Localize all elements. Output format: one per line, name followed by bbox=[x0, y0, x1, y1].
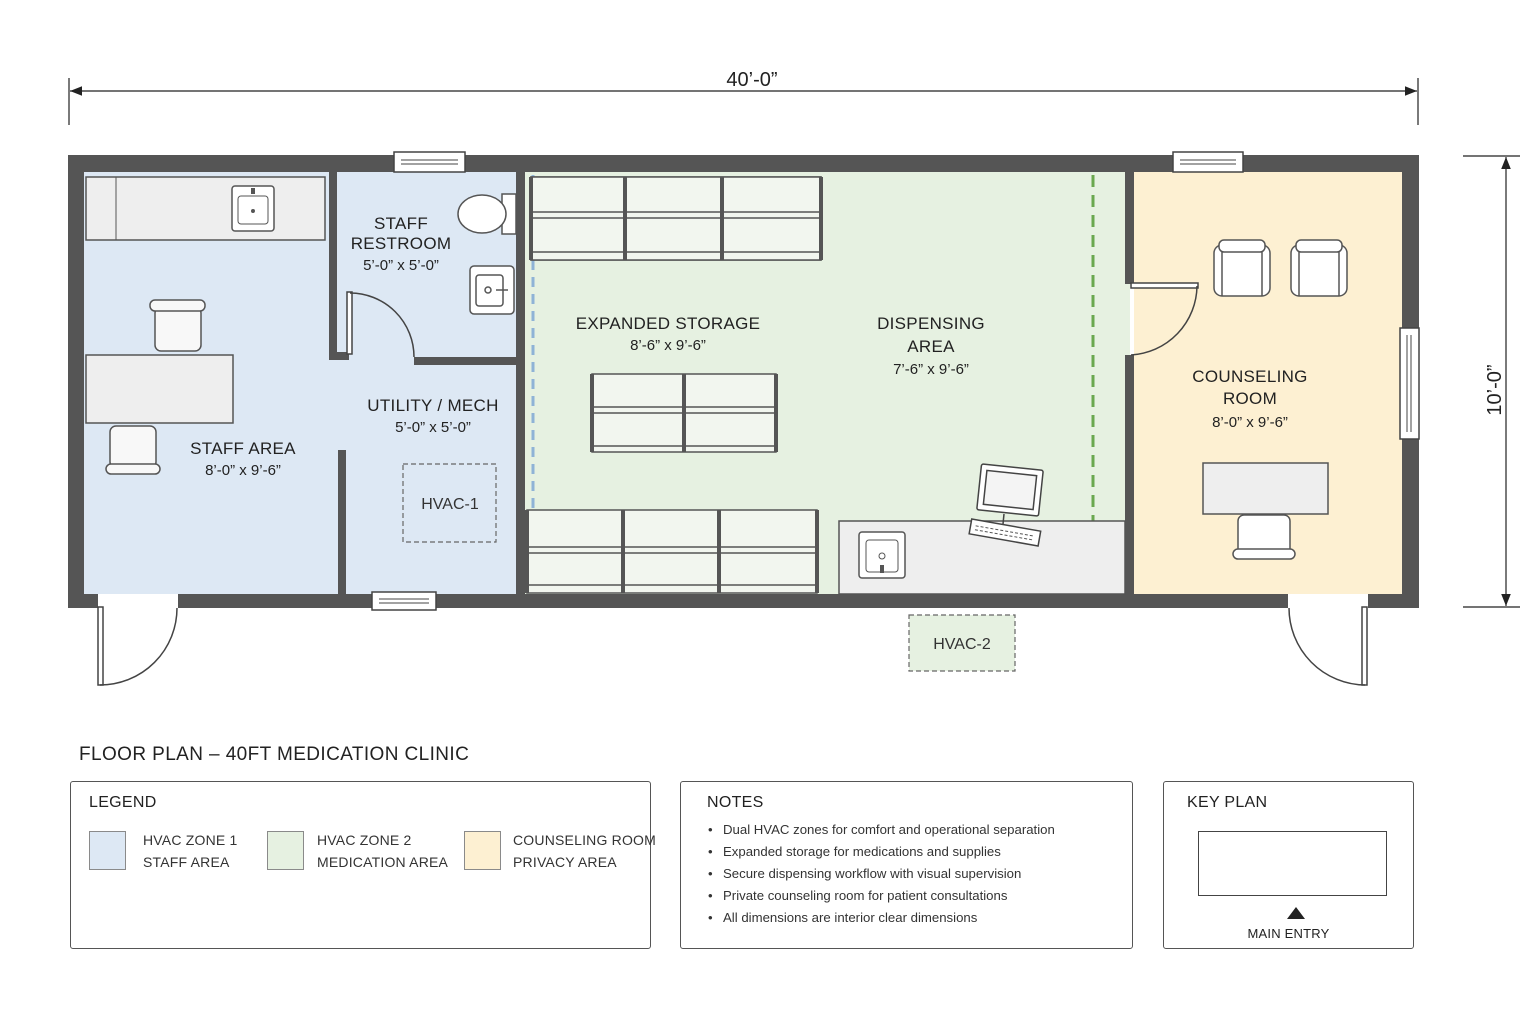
notes-list: Dual HVAC zones for comfort and operatio… bbox=[707, 819, 1055, 929]
svg-text:8’-0” x 9’-6”: 8’-0” x 9’-6” bbox=[1212, 414, 1288, 431]
notes-heading: NOTES bbox=[707, 794, 764, 811]
legend-sublabel-counseling: PRIVACY AREA bbox=[513, 854, 617, 870]
staff-chair-bottom bbox=[105, 425, 161, 475]
notes-panel: NOTES Dual HVAC zones for comfort and op… bbox=[680, 781, 1133, 949]
legend-heading: LEGEND bbox=[89, 794, 157, 811]
main-entry-label: MAIN ENTRY bbox=[1247, 926, 1330, 941]
legend-swatch-zone-2 bbox=[267, 831, 304, 870]
dispensing-counter bbox=[838, 520, 1126, 595]
staff-desk bbox=[85, 354, 234, 424]
counseling-armchair-right bbox=[1290, 239, 1348, 297]
drawing-title: FLOOR PLAN – 40FT MEDICATION CLINIC bbox=[79, 744, 470, 765]
toilet-icon bbox=[457, 193, 517, 235]
door-counseling[interactable] bbox=[1130, 282, 1199, 356]
counseling-armchair-left bbox=[1213, 239, 1271, 297]
svg-text:5’-0” x 5’-0”: 5’-0” x 5’-0” bbox=[363, 257, 439, 274]
svg-text:DISPENSING: DISPENSING bbox=[877, 314, 985, 333]
svg-text:7’-6” x 9’-6”: 7’-6” x 9’-6” bbox=[893, 361, 969, 378]
svg-text:RESTROOM: RESTROOM bbox=[351, 234, 452, 253]
key-plan-panel: KEY PLAN MAIN ENTRY bbox=[1163, 781, 1414, 949]
key-plan-heading: KEY PLAN bbox=[1187, 794, 1268, 811]
legend-label-counseling: COUNSELING ROOM bbox=[513, 832, 657, 848]
label-counseling-room: COUNSELING ROOM 8’-0” x 9’-6” bbox=[1192, 367, 1307, 431]
floor-plan-drawing: 40’-0” 10’-0” bbox=[68, 69, 1520, 686]
svg-text:COUNSELING: COUNSELING bbox=[1192, 367, 1307, 386]
interior-walls bbox=[329, 172, 1134, 594]
note-item: Secure dispensing workflow with visual s… bbox=[708, 863, 1055, 885]
note-item: Private counseling room for patient cons… bbox=[708, 885, 1055, 907]
shelving-middle bbox=[590, 373, 778, 453]
svg-text:8’-0” x 9’-6”: 8’-0” x 9’-6” bbox=[205, 462, 281, 479]
legend-panel: LEGEND HVAC ZONE 1 STAFF AREA HVAC ZONE … bbox=[70, 781, 656, 949]
legend-label-zone-1: HVAC ZONE 1 bbox=[143, 832, 238, 848]
staff-chair-top bbox=[149, 299, 206, 352]
keyboard-icon bbox=[968, 518, 1042, 547]
overall-length-dimension: 40’-0” bbox=[68, 69, 1419, 125]
entry-arrow-icon bbox=[1287, 907, 1305, 919]
door-staff-exterior[interactable] bbox=[97, 606, 178, 686]
overall-width-label: 10’-0” bbox=[1484, 364, 1506, 415]
label-staff-restroom: STAFF RESTROOM 5’-0” x 5’-0” bbox=[351, 214, 452, 274]
svg-text:STAFF AREA: STAFF AREA bbox=[190, 439, 296, 458]
label-expanded-storage: EXPANDED STORAGE 8’-6” x 9’-6” bbox=[576, 314, 761, 354]
hvac-1-unit: HVAC-1 bbox=[402, 463, 497, 543]
key-plan-outline bbox=[1198, 831, 1387, 896]
svg-text:ROOM: ROOM bbox=[1223, 389, 1277, 408]
window-top-left bbox=[393, 151, 466, 173]
restroom-sink-icon bbox=[469, 265, 515, 315]
legend-label-zone-2: HVAC ZONE 2 bbox=[317, 832, 412, 848]
window-bottom bbox=[371, 591, 437, 611]
label-dispensing-area: DISPENSING AREA 7’-6” x 9’-6” bbox=[877, 314, 985, 378]
counseling-desk bbox=[1202, 462, 1329, 515]
label-utility-mech: UTILITY / MECH 5’-0” x 5’-0” bbox=[367, 396, 498, 436]
legend-swatch-zone-1 bbox=[89, 831, 126, 870]
legend-swatch-counseling bbox=[464, 831, 501, 870]
svg-text:UTILITY / MECH: UTILITY / MECH bbox=[367, 396, 498, 415]
window-right bbox=[1399, 327, 1420, 440]
svg-text:8’-6” x 9’-6”: 8’-6” x 9’-6” bbox=[630, 337, 706, 354]
label-staff-area: STAFF AREA 8’-0” x 9’-6” bbox=[190, 439, 296, 479]
svg-text:EXPANDED STORAGE: EXPANDED STORAGE bbox=[576, 314, 761, 333]
door-restroom[interactable] bbox=[346, 291, 415, 358]
door-main-entry[interactable] bbox=[1288, 606, 1368, 686]
note-item: Dual HVAC zones for comfort and operatio… bbox=[708, 819, 1055, 841]
shelving-bottom bbox=[525, 509, 819, 594]
svg-text:5’-0” x 5’-0”: 5’-0” x 5’-0” bbox=[395, 419, 471, 436]
overall-width-dimension: 10’-0” bbox=[1463, 155, 1520, 608]
legend-sublabel-zone-2: MEDICATION AREA bbox=[317, 854, 449, 870]
computer-monitor-icon bbox=[976, 463, 1044, 529]
svg-text:STAFF: STAFF bbox=[374, 214, 428, 233]
hvac-2-unit: HVAC-2 bbox=[908, 614, 1016, 672]
counseling-chair bbox=[1232, 514, 1296, 560]
legend-sublabel-zone-1: STAFF AREA bbox=[143, 854, 230, 870]
shelving-top bbox=[529, 176, 823, 261]
note-item: Expanded storage for medications and sup… bbox=[708, 841, 1055, 863]
staff-counter-with-sink bbox=[85, 176, 326, 241]
svg-text:AREA: AREA bbox=[907, 337, 955, 356]
overall-length-label: 40’-0” bbox=[726, 69, 777, 91]
window-top-right bbox=[1172, 151, 1244, 173]
svg-text:HVAC-2: HVAC-2 bbox=[933, 636, 991, 653]
note-item: All dimensions are interior clear dimens… bbox=[708, 907, 1055, 929]
svg-text:HVAC-1: HVAC-1 bbox=[421, 496, 479, 513]
